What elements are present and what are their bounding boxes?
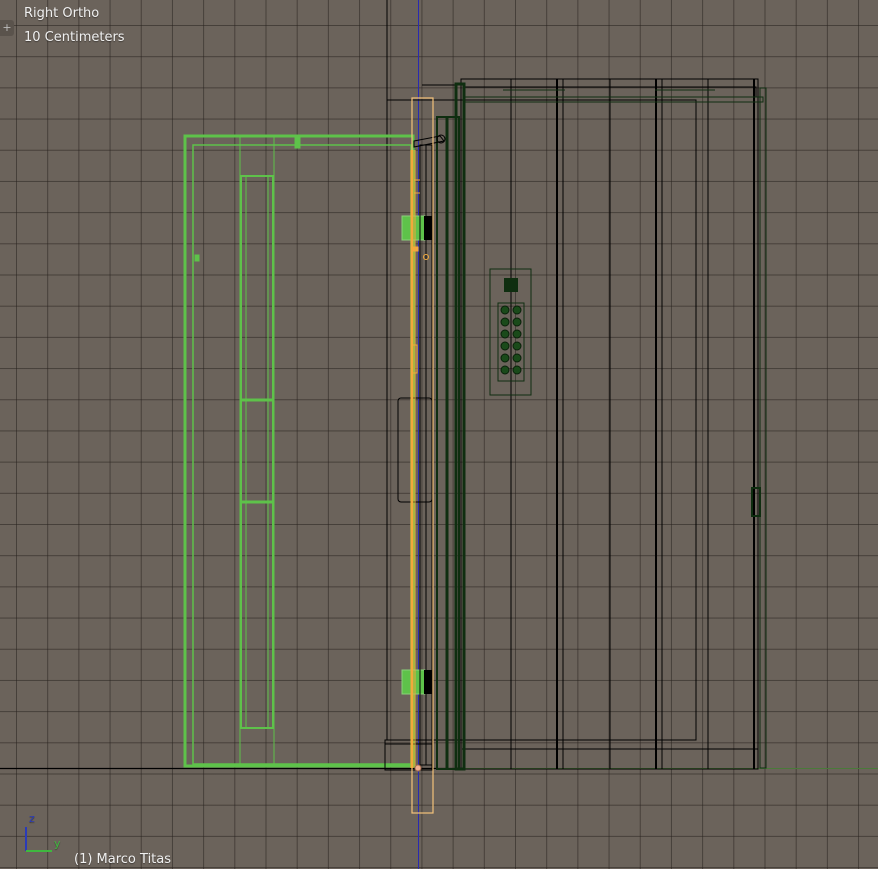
axis-gizmo: [25, 827, 52, 852]
wall-frame-wire: [386, 0, 697, 741]
z-axis-label: z: [29, 812, 35, 825]
cabinet-wire: [460, 78, 759, 770]
toolbar-toggle-button[interactable]: +: [0, 20, 14, 36]
hinge-bottom: [424, 670, 432, 694]
dark-green-wire: [436, 82, 767, 771]
door-active-object[interactable]: [410, 97, 434, 814]
grid-scale-label: 10 Centimeters: [24, 30, 125, 45]
view-name-label: Right Ortho: [24, 6, 100, 21]
object-origin[interactable]: [414, 764, 422, 772]
object-info-label: (1) Marco Titas: [74, 852, 172, 867]
hinge-top: [424, 216, 432, 240]
door-frame-wire: [384, 134, 446, 771]
y-axis-label: y: [54, 837, 61, 850]
door-selected-wire[interactable]: [183, 134, 427, 768]
